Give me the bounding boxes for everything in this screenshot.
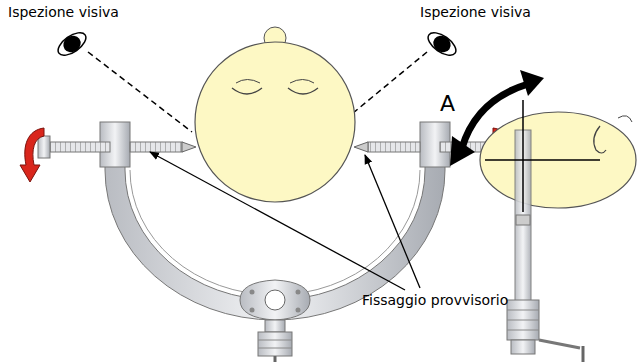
- axis-label: A: [440, 92, 455, 116]
- fixing-label: Fissaggio provvisorio: [362, 292, 508, 308]
- inspection-label: Ispezione visiva: [8, 4, 119, 20]
- inspection-label: Ispezione visiva: [420, 4, 531, 20]
